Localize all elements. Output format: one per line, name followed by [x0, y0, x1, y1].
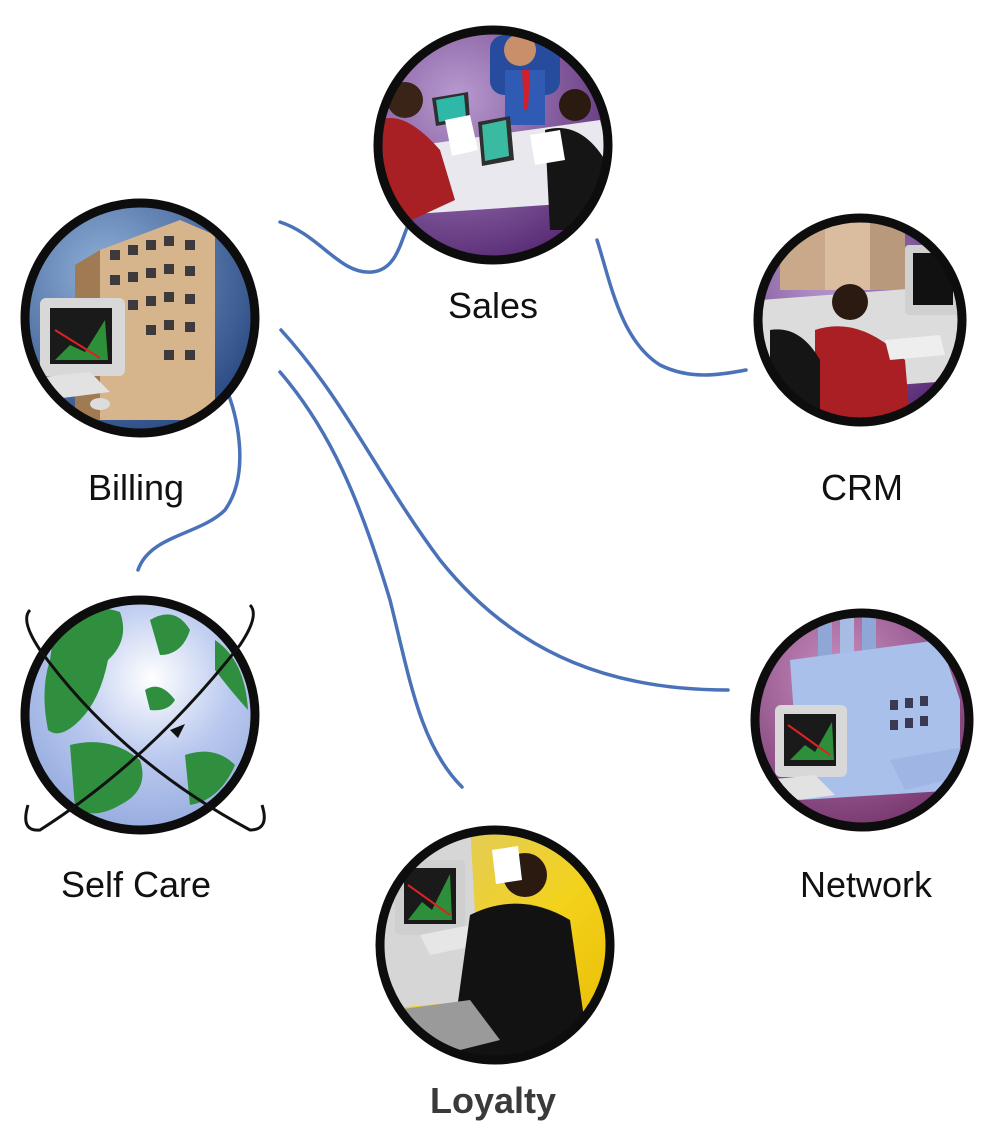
factory-network-icon — [755, 613, 969, 827]
network-node — [750, 608, 974, 832]
label-crm: CRM — [821, 467, 903, 508]
connector-lines — [136, 220, 748, 789]
call-center-agent-icon — [758, 218, 962, 422]
sales-node — [373, 25, 613, 265]
connector-sales-crm — [595, 238, 748, 377]
label-network: Network — [799, 864, 933, 905]
connector-billing-sales — [278, 220, 410, 274]
connector-billing-selfcare — [136, 391, 242, 572]
connector-billing-network — [279, 328, 730, 692]
loyalty-node — [375, 825, 615, 1065]
billing-node — [20, 198, 260, 438]
connector-billing-loyalty — [278, 370, 464, 789]
self-care-node — [20, 595, 266, 835]
label-billing: Billing — [87, 467, 185, 508]
crm-node — [753, 213, 967, 427]
label-sales: Sales — [447, 285, 539, 326]
globe-orbit-icon — [25, 600, 255, 830]
label-loyalty: Loyalty — [429, 1080, 557, 1121]
office-building-computer-icon — [25, 203, 255, 433]
business-meeting-icon — [378, 30, 608, 260]
label-self-care: Self Care — [60, 864, 212, 905]
